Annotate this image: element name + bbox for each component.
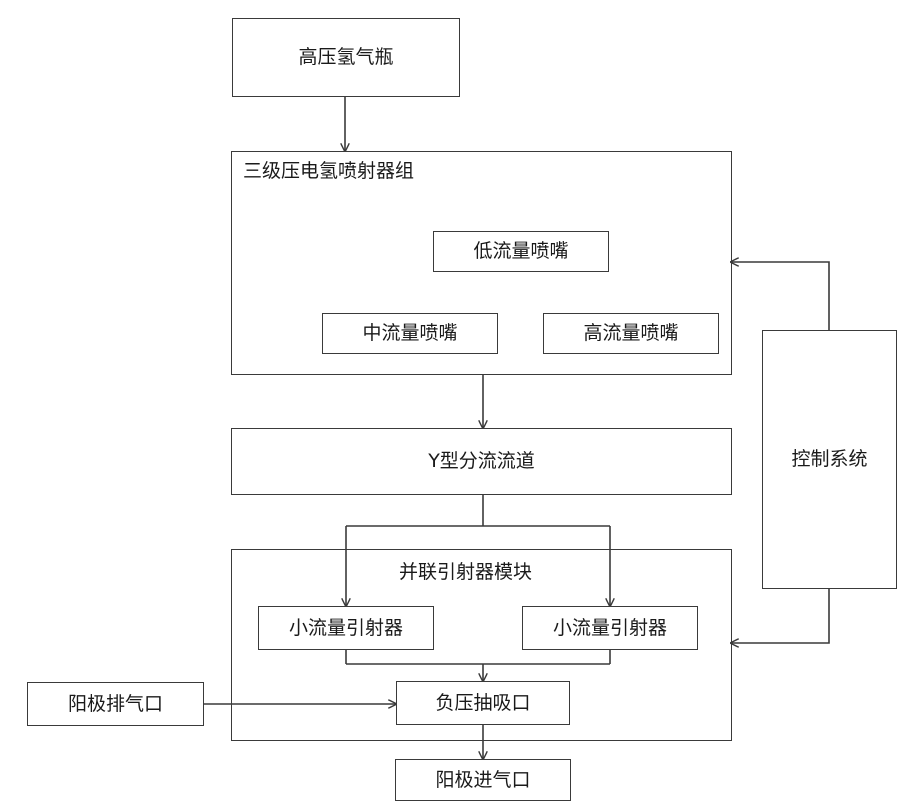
anode-inlet-label: 阳极进气口: [435, 771, 530, 790]
mid-flow-nozzle-box: 中流量喷嘴: [322, 313, 498, 354]
small-ejector-left-label: 小流量引射器: [289, 619, 403, 638]
arrow-control-to-injector: [731, 262, 829, 330]
low-flow-nozzle-label: 低流量喷嘴: [473, 242, 568, 261]
hydrogen-tank-label: 高压氢气瓶: [298, 48, 393, 67]
negative-pressure-port-box: 负压抽吸口: [396, 681, 570, 725]
high-flow-nozzle-box: 高流量喷嘴: [543, 313, 719, 354]
negative-pressure-port-label: 负压抽吸口: [435, 694, 530, 713]
control-system-box: 控制系统: [762, 330, 897, 589]
anode-inlet-box: 阳极进气口: [395, 759, 571, 801]
anode-exhaust-label: 阳极排气口: [68, 695, 163, 714]
anode-exhaust-box: 阳极排气口: [27, 682, 204, 726]
y-channel-box: Y型分流流道: [231, 428, 732, 495]
arrow-control-to-ejector-module: [731, 589, 829, 643]
small-ejector-right-box: 小流量引射器: [522, 606, 698, 650]
mid-flow-nozzle-label: 中流量喷嘴: [362, 324, 457, 343]
injector-group-title: 三级压电氢喷射器组: [243, 162, 414, 181]
control-system-label: 控制系统: [791, 450, 867, 469]
high-flow-nozzle-label: 高流量喷嘴: [583, 324, 678, 343]
small-ejector-left-box: 小流量引射器: [258, 606, 434, 650]
low-flow-nozzle-box: 低流量喷嘴: [433, 231, 609, 272]
ejector-module-title: 并联引射器模块: [399, 563, 532, 582]
hydrogen-tank-box: 高压氢气瓶: [232, 18, 460, 97]
small-ejector-right-label: 小流量引射器: [553, 619, 667, 638]
y-channel-label: Y型分流流道: [428, 452, 535, 471]
